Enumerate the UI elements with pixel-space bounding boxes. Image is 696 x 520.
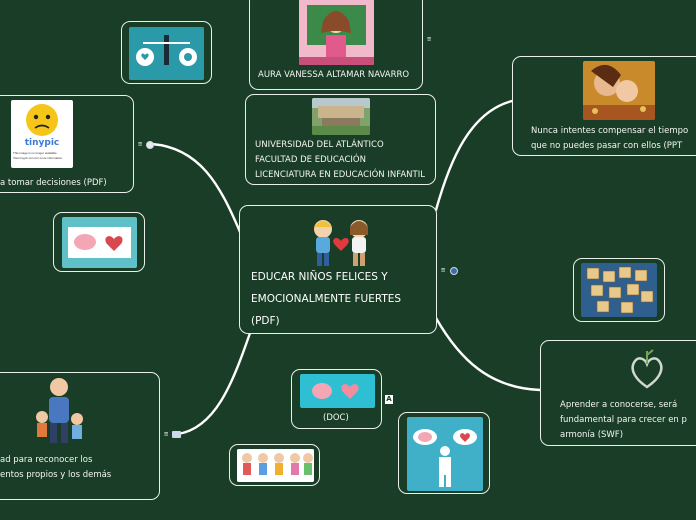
- tiempo-line1: Nunca intentes compensar el tiempo: [531, 126, 689, 136]
- brain-heart-image: [62, 217, 137, 268]
- klimt-painting-image: [583, 61, 655, 120]
- capacidad-expand-marker[interactable]: ≡: [164, 430, 169, 438]
- university-line3: LICENCIATURA EN EDUCACIÓN INFANTIL: [255, 170, 425, 180]
- capacidad-line2: entos propios y los demás: [0, 470, 112, 480]
- emotions-board-node[interactable]: [573, 258, 665, 322]
- balance-node[interactable]: [121, 21, 212, 84]
- decisiones-link-icon[interactable]: [146, 141, 154, 149]
- plant-heart-image: [625, 347, 669, 391]
- kids-row-node[interactable]: [229, 444, 320, 486]
- connector-to-conocerse: [434, 316, 542, 392]
- university-line2: FACULTAD DE EDUCACIÓN: [255, 155, 366, 165]
- tinypic-placeholder-image: tinypic This image is no longer availabl…: [11, 100, 73, 168]
- tiempo-node[interactable]: Nunca intentes compensar el tiempo que n…: [512, 56, 696, 156]
- university-line1: UNIVERSIDAD DEL ATLÁNTICO: [255, 140, 384, 150]
- tinypic-notice-line2: Visit tinypic.com for more information.: [13, 156, 63, 160]
- author-node[interactable]: AURA VANESSA ALTAMAR NAVARRO: [249, 0, 423, 90]
- central-title-line1: EDUCAR NIÑOS FELICES Y: [251, 271, 388, 283]
- conocerse-line1: Aprender a conocerse, será: [560, 400, 678, 410]
- tiempo-line2: que no puedes pasar con ellos (PPT: [531, 141, 683, 151]
- brain-heart-node[interactable]: [53, 212, 145, 272]
- university-node[interactable]: UNIVERSIDAD DEL ATLÁNTICO FACULTAD DE ED…: [245, 94, 436, 185]
- conocerse-line3: armonía (SWF): [560, 430, 624, 440]
- doc-node[interactable]: (DOC): [291, 369, 382, 429]
- decisiones-expand-marker[interactable]: ≡: [138, 140, 143, 148]
- central-title-line3: (PDF): [251, 315, 280, 327]
- brain-heart-doc-image: [300, 374, 375, 408]
- capacidad-link-icon[interactable]: [172, 431, 181, 438]
- connector-to-decisiones: [150, 142, 242, 234]
- central-expand-marker[interactable]: ≡: [441, 266, 446, 274]
- capacidad-line1: ad para reconocer los: [0, 455, 93, 465]
- kids-heart-image: [306, 215, 376, 269]
- person-node[interactable]: [398, 412, 490, 494]
- father-children-image: [33, 375, 85, 447]
- central-node[interactable]: EDUCAR NIÑOS FELICES Y EMOCIONALMENTE FU…: [239, 205, 437, 334]
- emotions-board-image: [581, 263, 657, 317]
- central-link-icon[interactable]: [450, 267, 458, 275]
- author-portrait-image: [299, 0, 374, 65]
- capacidad-node[interactable]: ad para reconocer los entos propios y lo…: [0, 372, 160, 500]
- decisiones-node[interactable]: tinypic This image is no longer availabl…: [0, 95, 134, 193]
- attachment-marker[interactable]: A: [385, 395, 393, 404]
- expand-marker[interactable]: ≡: [427, 35, 432, 43]
- central-title-line2: EMOCIONALMENTE FUERTES: [251, 293, 402, 305]
- tinypic-logo: tinypic: [24, 138, 60, 148]
- decisiones-label: a tomar decisiones (PDF): [0, 178, 107, 188]
- kids-row-image: [237, 449, 314, 482]
- connector-to-tiempo: [434, 99, 514, 212]
- conocerse-node[interactable]: Aprender a conocerse, será fundamental p…: [540, 340, 696, 446]
- person-brain-heart-image: [407, 417, 483, 491]
- balance-image: [129, 27, 204, 80]
- tinypic-notice-line1: This image is no longer available.: [13, 151, 58, 155]
- connector-to-capacidad: [176, 331, 252, 436]
- conocerse-line2: fundamental para crecer en p: [560, 415, 687, 425]
- doc-label: (DOC): [323, 413, 349, 423]
- campus-image: [312, 98, 370, 135]
- author-name: AURA VANESSA ALTAMAR NAVARRO: [258, 70, 410, 80]
